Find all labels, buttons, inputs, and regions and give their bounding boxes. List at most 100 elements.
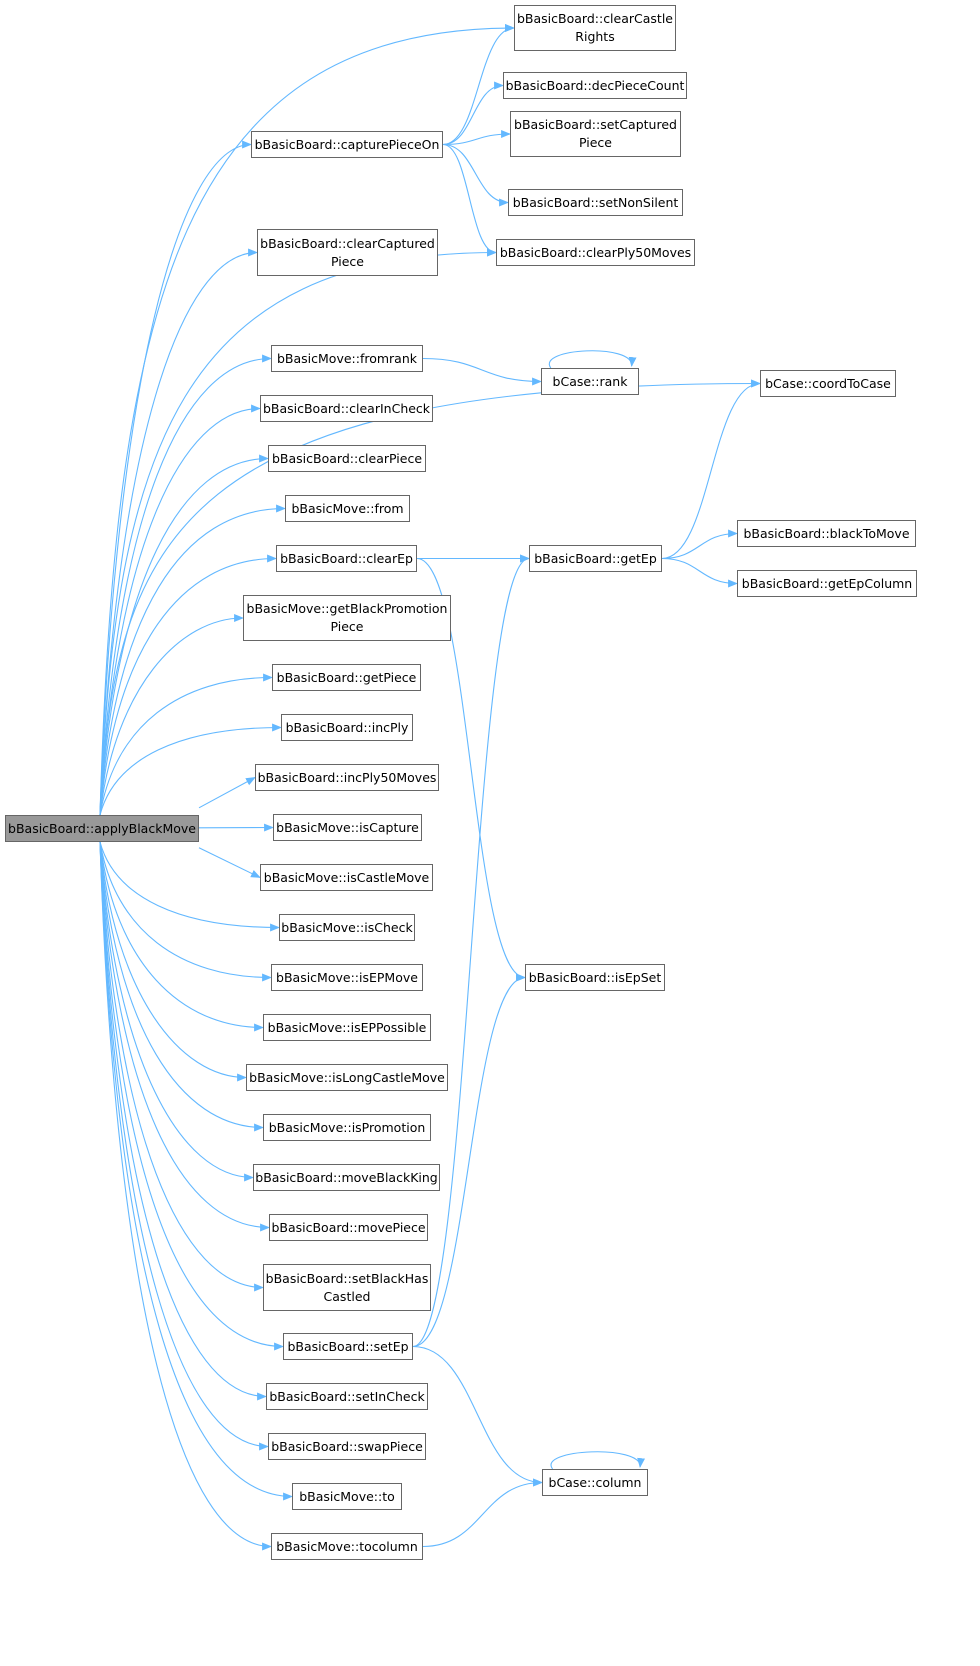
node-column[interactable]: bCase::column bbox=[542, 1469, 648, 1496]
call-edge-capture-piece-on-to-clear-castle-rights bbox=[442, 24, 515, 146]
call-edge-root-to-get-piece bbox=[99, 673, 273, 816]
node-label: bBasicBoard::setEp bbox=[287, 1338, 409, 1354]
node-get-ep-column[interactable]: bBasicBoard::getEpColumn bbox=[737, 570, 917, 597]
node-get-ep[interactable]: bBasicBoard::getEp bbox=[529, 545, 662, 572]
call-edge-root-to-clear-piece bbox=[99, 454, 269, 816]
node-set-in-check[interactable]: bBasicBoard::setInCheck bbox=[266, 1383, 428, 1410]
call-edge-rank-to-rank bbox=[548, 350, 637, 369]
call-edge-root-to-from bbox=[99, 504, 286, 816]
node-label: bBasicBoard::incPly bbox=[285, 719, 409, 735]
node-label: bBasicBoard::setBlackHas Castled bbox=[265, 1270, 429, 1304]
node-swap-piece[interactable]: bBasicBoard::swapPiece bbox=[268, 1433, 426, 1460]
call-edge-root-to-capture-piece-on bbox=[99, 140, 252, 816]
node-fromrank[interactable]: bBasicMove::fromrank bbox=[271, 345, 423, 372]
node-label: bBasicMove::isLongCastleMove bbox=[249, 1069, 445, 1085]
call-edge-root-to-is-castle-move bbox=[198, 847, 261, 878]
node-label: bBasicBoard::clearPly50Moves bbox=[499, 244, 692, 260]
node-label: bBasicBoard::movePiece bbox=[271, 1219, 426, 1235]
node-label: bBasicMove::isCheck bbox=[281, 919, 413, 935]
node-set-captured-piece[interactable]: bBasicBoard::setCaptured Piece bbox=[510, 111, 681, 157]
call-edge-root-to-get-black-promotion-piece bbox=[99, 614, 244, 816]
call-edge-root-to-is-check bbox=[99, 841, 280, 932]
node-is-eppossible[interactable]: bBasicMove::isEPPossible bbox=[263, 1014, 431, 1041]
call-edge-root-to-set-black-has-castled bbox=[99, 841, 264, 1292]
call-edge-root-to-set-in-check bbox=[99, 841, 267, 1401]
node-set-ep[interactable]: bBasicBoard::setEp bbox=[283, 1333, 413, 1360]
node-label: bBasicBoard::incPly50Moves bbox=[257, 769, 437, 785]
node-label: bBasicBoard::clearCastle Rights bbox=[517, 11, 673, 44]
node-is-long-castle-move[interactable]: bBasicMove::isLongCastleMove bbox=[246, 1064, 448, 1091]
node-black-to-move[interactable]: bBasicBoard::blackToMove bbox=[737, 520, 916, 547]
node-capture-piece-on[interactable]: bBasicBoard::capturePieceOn bbox=[251, 131, 443, 158]
call-edge-root-to-move-black-king bbox=[99, 841, 254, 1182]
node-is-epmove[interactable]: bBasicMove::isEPMove bbox=[271, 964, 423, 991]
call-edge-get-ep-to-black-to-move bbox=[661, 529, 738, 560]
call-edge-capture-piece-on-to-set-captured-piece bbox=[442, 130, 511, 146]
call-edge-tocolumn-to-column bbox=[422, 1478, 543, 1548]
node-get-black-promotion-piece[interactable]: bBasicMove::getBlackPromotion Piece bbox=[243, 595, 451, 641]
node-clear-castle-rights[interactable]: bBasicBoard::clearCastle Rights bbox=[514, 5, 676, 51]
node-label: bCase::coordToCase bbox=[765, 375, 891, 391]
node-clear-ply50-moves[interactable]: bBasicBoard::clearPly50Moves bbox=[496, 239, 695, 266]
node-label: bBasicBoard::setNonSilent bbox=[512, 194, 679, 210]
call-edge-root-to-clear-captured-piece bbox=[99, 248, 258, 816]
call-edge-root-to-inc-ply bbox=[99, 723, 282, 816]
node-label: bBasicBoard::getPiece bbox=[276, 669, 417, 685]
node-from[interactable]: bBasicMove::from bbox=[285, 495, 410, 522]
call-edge-set-ep-to-column bbox=[412, 1345, 543, 1487]
node-set-black-has-castled[interactable]: bBasicBoard::setBlackHas Castled bbox=[263, 1264, 431, 1311]
node-move-piece[interactable]: bBasicBoard::movePiece bbox=[269, 1214, 428, 1241]
node-is-promotion[interactable]: bBasicMove::isPromotion bbox=[263, 1114, 431, 1141]
call-edge-root-to-coord-to-case bbox=[99, 379, 761, 816]
node-label: bBasicMove::to bbox=[299, 1488, 395, 1504]
node-label: bBasicBoard::decPieceCount bbox=[505, 77, 685, 93]
node-clear-in-check[interactable]: bBasicBoard::clearInCheck bbox=[260, 395, 433, 422]
node-label: bBasicMove::isEPMove bbox=[276, 969, 418, 985]
node-label: bBasicMove::from bbox=[291, 500, 404, 516]
node-label: bBasicBoard::clearInCheck bbox=[262, 400, 431, 416]
root-node-apply-black-move[interactable]: bBasicBoard::applyBlackMove bbox=[5, 815, 199, 842]
call-edge-root-to-is-epmove bbox=[99, 841, 272, 982]
node-move-black-king[interactable]: bBasicBoard::moveBlackKing bbox=[253, 1164, 440, 1191]
call-edge-capture-piece-on-to-set-non-silent bbox=[442, 143, 509, 207]
node-clear-ep[interactable]: bBasicBoard::clearEp bbox=[276, 545, 417, 572]
node-label: bBasicBoard::swapPiece bbox=[271, 1438, 423, 1454]
node-coord-to-case[interactable]: bCase::coordToCase bbox=[760, 370, 896, 397]
node-is-check[interactable]: bBasicMove::isCheck bbox=[279, 914, 415, 941]
call-edge-capture-piece-on-to-clear-ply50-moves bbox=[442, 143, 497, 257]
node-label: bBasicBoard::clearEp bbox=[280, 550, 413, 566]
node-label: bBasicMove::getBlackPromotion Piece bbox=[246, 601, 448, 634]
node-label: bCase::column bbox=[548, 1474, 642, 1490]
call-edge-root-to-clear-in-check bbox=[99, 404, 261, 816]
node-label: bBasicBoard::setCaptured Piece bbox=[514, 117, 677, 150]
node-label: bBasicBoard::blackToMove bbox=[743, 525, 910, 541]
node-set-non-silent[interactable]: bBasicBoard::setNonSilent bbox=[508, 189, 683, 216]
call-edge-clear-ep-to-is-ep-set bbox=[416, 557, 526, 982]
call-edge-capture-piece-on-to-dec-piece-count bbox=[442, 81, 504, 146]
node-tocolumn[interactable]: bBasicMove::tocolumn bbox=[271, 1533, 423, 1560]
call-edge-root-to-to bbox=[99, 841, 293, 1501]
node-inc-ply[interactable]: bBasicBoard::incPly bbox=[281, 714, 413, 741]
node-dec-piece-count[interactable]: bBasicBoard::decPieceCount bbox=[503, 72, 687, 99]
node-label: bBasicBoard::moveBlackKing bbox=[255, 1169, 438, 1185]
node-label: bBasicMove::tocolumn bbox=[276, 1538, 418, 1554]
node-label: bBasicBoard::applyBlackMove bbox=[8, 820, 196, 836]
node-clear-piece[interactable]: bBasicBoard::clearPiece bbox=[268, 445, 426, 472]
call-edge-root-to-fromrank bbox=[99, 354, 272, 816]
call-edge-root-to-clear-castle-rights bbox=[99, 24, 515, 816]
node-label: bBasicBoard::isEpSet bbox=[528, 969, 662, 985]
call-edge-fromrank-to-rank bbox=[422, 357, 542, 386]
node-label: bBasicBoard::capturePieceOn bbox=[254, 136, 440, 152]
node-to[interactable]: bBasicMove::to bbox=[292, 1483, 402, 1510]
node-clear-captured-piece[interactable]: bBasicBoard::clearCaptured Piece bbox=[257, 229, 438, 276]
node-is-castle-move[interactable]: bBasicMove::isCastleMove bbox=[260, 864, 433, 891]
node-is-capture[interactable]: bBasicMove::isCapture bbox=[273, 814, 422, 841]
call-edge-root-to-is-long-castle-move bbox=[99, 841, 247, 1082]
node-is-ep-set[interactable]: bBasicBoard::isEpSet bbox=[525, 964, 665, 991]
node-inc-ply50-moves[interactable]: bBasicBoard::incPly50Moves bbox=[255, 764, 439, 791]
node-get-piece[interactable]: bBasicBoard::getPiece bbox=[272, 664, 421, 691]
node-label: bCase::rank bbox=[552, 373, 628, 389]
node-rank[interactable]: bCase::rank bbox=[541, 368, 639, 395]
